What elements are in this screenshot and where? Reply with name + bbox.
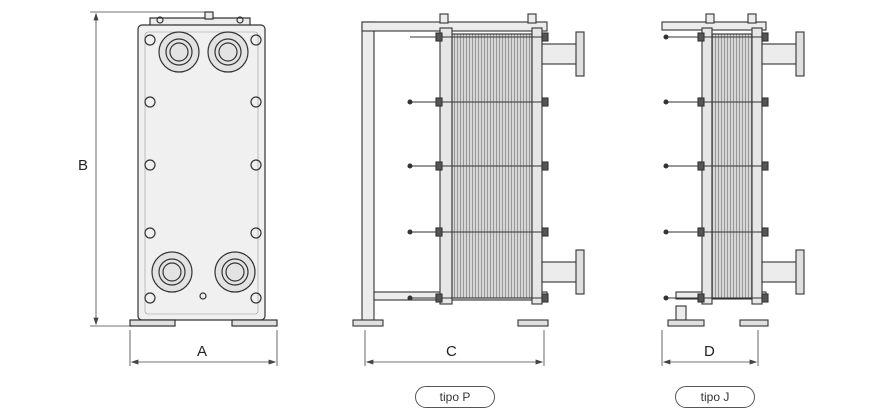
dimension-b-label: B xyxy=(78,157,89,174)
nozzle-top-p xyxy=(541,31,585,77)
dimension-a xyxy=(129,330,278,366)
type-j-label: tipo J xyxy=(675,386,755,408)
bolts-front xyxy=(144,34,262,304)
port-bottom-left xyxy=(151,251,193,293)
dimension-c xyxy=(364,330,545,366)
dimension-b xyxy=(90,11,205,327)
port-top-right xyxy=(207,31,249,73)
type-p-label: tipo P xyxy=(415,386,495,408)
nozzle-top-j xyxy=(761,31,805,77)
side-view-tipo-j xyxy=(661,13,805,327)
dimension-d-label: D xyxy=(704,343,715,360)
tie-bars-p xyxy=(407,32,549,303)
nozzle-bottom-j xyxy=(761,249,805,295)
front-view xyxy=(129,11,278,327)
side-view-tipo-p xyxy=(352,13,585,327)
nozzle-bottom-p xyxy=(541,249,585,295)
dimension-a-label: A xyxy=(197,343,208,360)
dimension-d xyxy=(661,330,759,366)
port-top-left xyxy=(158,31,200,73)
port-bottom-right xyxy=(214,251,256,293)
tie-bars-j xyxy=(663,32,769,303)
dimension-c-label: C xyxy=(446,343,457,360)
